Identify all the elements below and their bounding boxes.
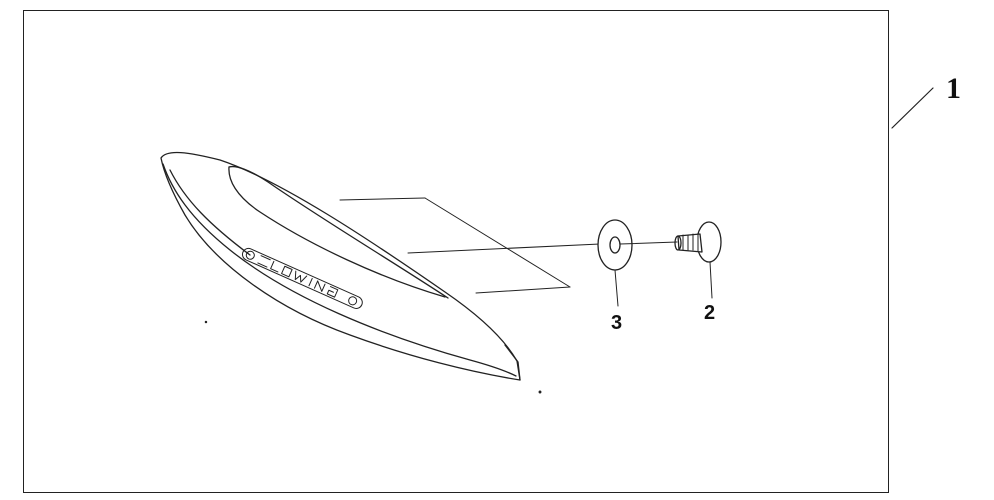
spoiler-outline	[160, 151, 521, 381]
washer-part-3	[597, 219, 678, 307]
leader-top	[339, 197, 426, 201]
callout-number-washer: 3	[611, 312, 623, 334]
leader-diagonal	[424, 197, 571, 288]
spoiler-inner-edge	[228, 166, 446, 298]
spoiler-end-face	[504, 344, 521, 381]
callout-number-assembly: 1	[946, 72, 961, 105]
bolt-leader	[709, 261, 713, 299]
bolt-part-2	[674, 221, 722, 299]
spoiler-emblem	[241, 247, 363, 309]
spoiler-top-ridge	[228, 165, 449, 299]
spoiler-garnish	[160, 151, 521, 381]
callout-number-bolt: 2	[704, 302, 716, 324]
spoiler-front-face	[169, 169, 251, 256]
assembly-leader	[891, 87, 934, 129]
leader-middle	[407, 243, 601, 254]
washer-leader	[614, 269, 619, 307]
spoiler-lower-face	[162, 163, 517, 377]
diagram-frame	[23, 10, 889, 493]
leader-bottom	[475, 286, 571, 294]
